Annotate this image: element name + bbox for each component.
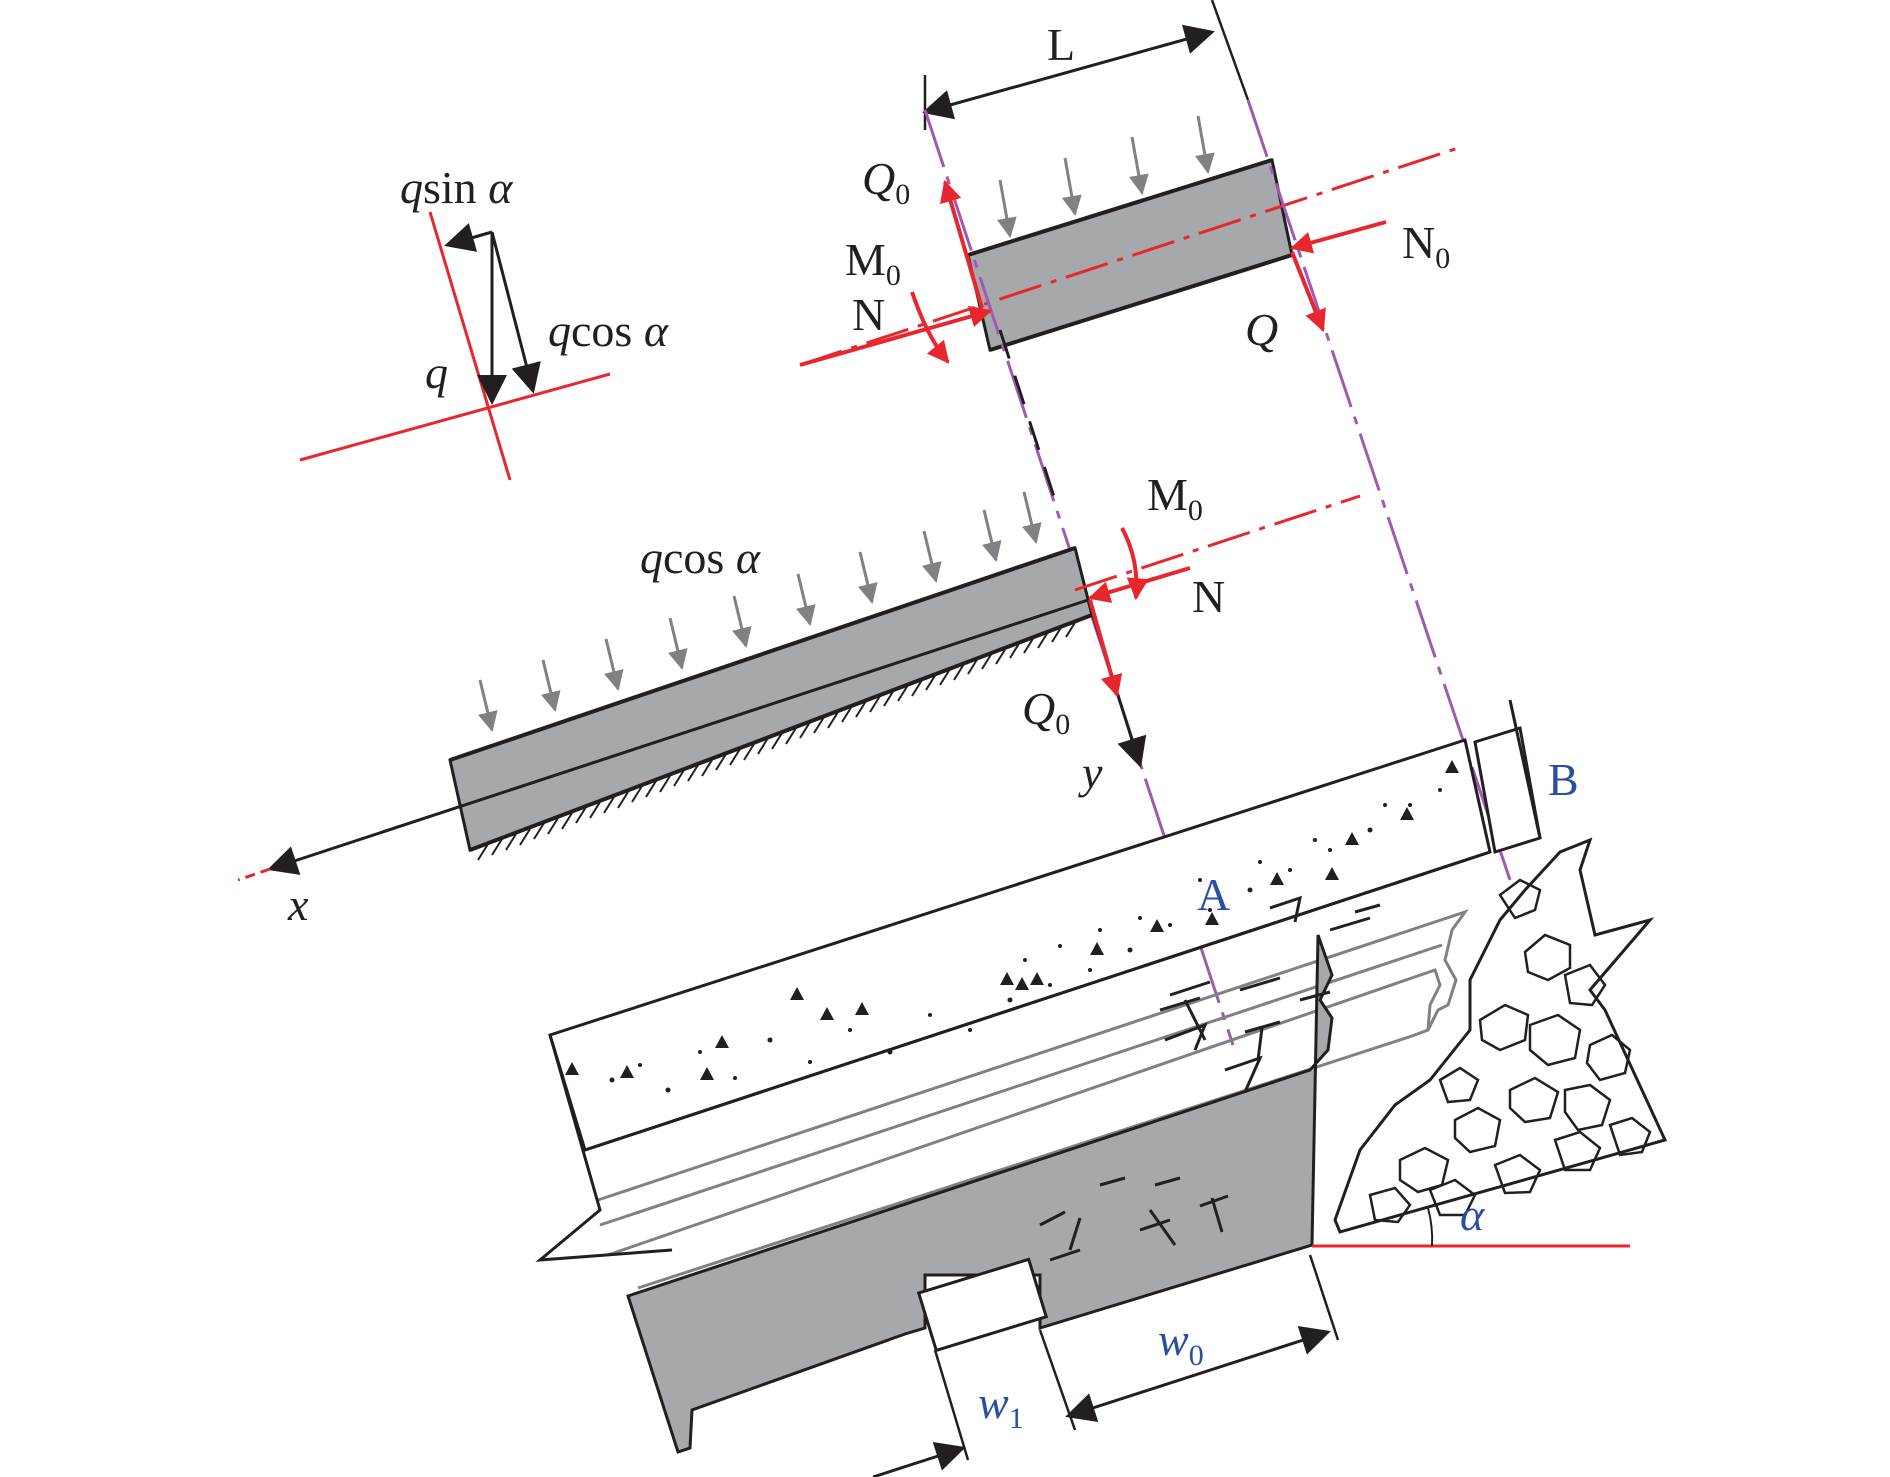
middle-load-arrows: [478, 491, 1042, 732]
right-section-line: [1246, 99, 1512, 881]
M0-mid-arc: [1120, 527, 1149, 601]
Q-right-arrow: [1290, 251, 1326, 333]
top-load-arrows: [996, 115, 1215, 238]
label-q: q: [425, 347, 448, 398]
label-qsin: qsin α: [400, 162, 513, 213]
label-M0-top: M0: [845, 234, 901, 292]
w1-dimension-line: [872, 1442, 966, 1477]
label-Q-right: Q: [1245, 304, 1278, 355]
L-dimension-line: [922, 24, 1215, 120]
alpha-arc: [1427, 1207, 1434, 1247]
sand-dots: [609, 788, 1442, 1093]
sand-triangles: [565, 760, 1459, 1080]
caved-rock: [1333, 837, 1668, 1234]
roadway: [916, 1257, 1049, 1353]
Q0-top-arrow: [940, 179, 984, 309]
label-M0-mid: M0: [1147, 469, 1203, 527]
cracks: [1039, 895, 1381, 1262]
label-qcos-top: qcos α: [548, 305, 669, 356]
sand-layer: [548, 738, 1492, 1152]
label-N-top: N: [852, 289, 885, 340]
ground-hatch: [477, 620, 1077, 861]
label-B: B: [1548, 754, 1579, 805]
w0-dimension-line: [1065, 1326, 1331, 1422]
label-Q0-mid: Q0: [1022, 683, 1070, 741]
M0-top-arc: [910, 291, 950, 364]
middle-beam: [237, 491, 1361, 882]
strata-section: [535, 699, 1668, 1477]
label-N0: N0: [1402, 217, 1450, 275]
label-x: x: [287, 879, 309, 930]
coal-seam: [626, 934, 1334, 1454]
Q0-mid-arrow: [1088, 599, 1123, 698]
rubble-pieces: [1368, 878, 1652, 1224]
qcos-arrow: [490, 231, 541, 394]
label-N-mid: N: [1192, 571, 1225, 622]
label-w0: w0: [1158, 1314, 1204, 1372]
top-axis: [799, 146, 1459, 367]
qsin-arrow: [444, 223, 493, 252]
top-beam-body: [966, 158, 1294, 352]
labels: qsin α qcos α q L Q0 M0 N N0 Q qcos α M0…: [287, 19, 1579, 1435]
label-Q0-top: Q0: [862, 153, 910, 211]
middle-beam-body: [448, 546, 1094, 853]
label-A: A: [1197, 869, 1230, 920]
label-w1: w1: [978, 1377, 1024, 1435]
label-qcos-mid: qcos α: [640, 532, 761, 583]
decomp-red-axis-steep: [428, 211, 512, 481]
force-decomposition: [299, 211, 611, 481]
N-mid-arrow: [1087, 566, 1191, 603]
top-beam-element: [799, 0, 1512, 1046]
x-axis: [267, 598, 1089, 875]
label-y: y: [1078, 747, 1103, 798]
label-L: L: [1047, 19, 1075, 70]
N0-arrow: [1289, 220, 1387, 254]
decomp-red-axis-flat: [299, 372, 611, 462]
label-alpha: α: [1460, 1189, 1485, 1240]
N-top-arrow: [799, 305, 993, 367]
mid-section-axis: [1074, 494, 1361, 592]
